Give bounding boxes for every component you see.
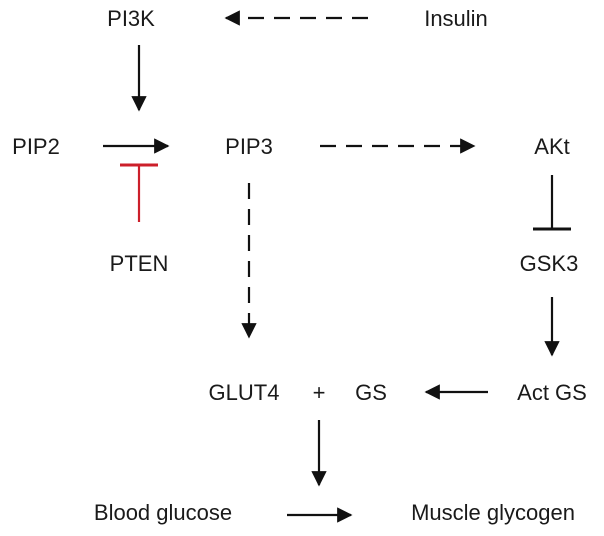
node-insulin: Insulin <box>424 6 488 31</box>
node-muscle-glycogen: Muscle glycogen <box>411 500 575 525</box>
node-gs: GS <box>355 380 387 405</box>
node-pten: PTEN <box>110 251 169 276</box>
node-akt: AKt <box>534 134 569 159</box>
node-gsk3: GSK3 <box>520 251 579 276</box>
node-pip3: PIP3 <box>225 134 273 159</box>
node-pi3k: PI3K <box>107 6 155 31</box>
node-blood-glucose: Blood glucose <box>94 500 232 525</box>
node-act-gs: Act GS <box>517 380 587 405</box>
node-pip2: PIP2 <box>12 134 60 159</box>
node-glut4: GLUT4 <box>209 380 280 405</box>
plus-sign: + <box>313 380 326 405</box>
